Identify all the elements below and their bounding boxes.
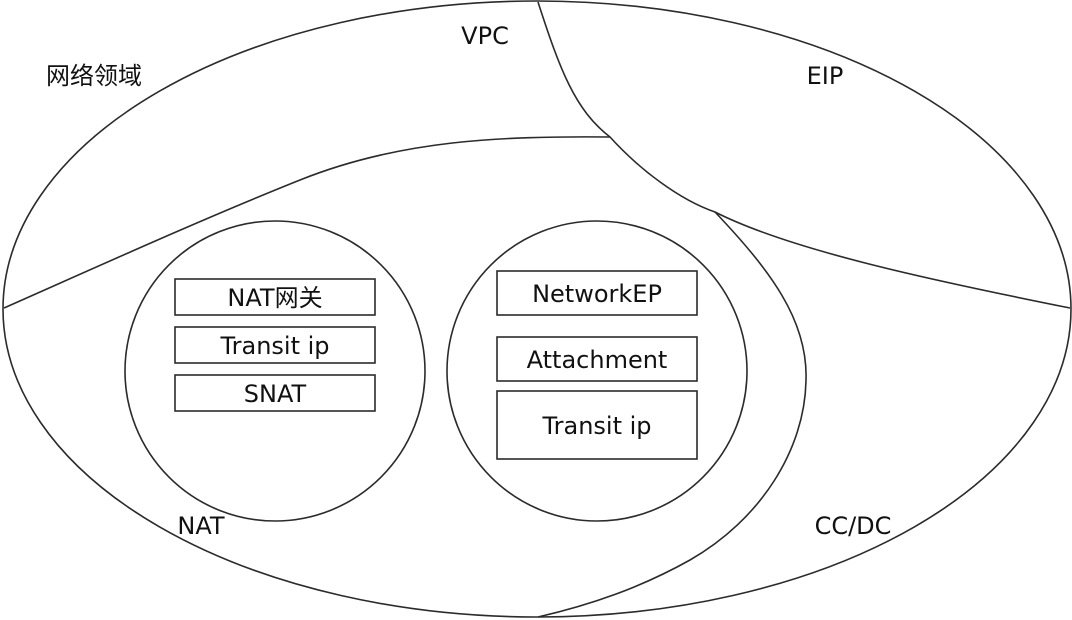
network-ep-label: NetworkEP: [532, 280, 662, 308]
nat-group: NAT网关 Transit ip SNAT: [124, 220, 426, 522]
ccdc-label: CC/DC: [815, 512, 892, 540]
nat-transit-ip-label: Transit ip: [219, 332, 329, 360]
snat-label: SNAT: [244, 380, 307, 408]
network-circle: [446, 220, 748, 522]
nat-label: NAT: [177, 512, 225, 540]
nat-circle: [124, 220, 426, 522]
network-transit-ip-label: Transit ip: [541, 412, 651, 440]
vpc-nat-boundary: [3, 136, 611, 309]
nat-gateway-label: NAT网关: [227, 284, 322, 312]
nat-ccdc-boundary: [537, 211, 807, 618]
domain-label: 网络领域: [46, 62, 142, 90]
network-ep-box: [496, 270, 698, 316]
network-group: NetworkEP Attachment Transit ip: [446, 220, 748, 522]
nat-gateway-box: [174, 278, 376, 316]
nat-transit-ip-box: [174, 326, 376, 364]
attachment-label: Attachment: [527, 346, 668, 374]
snat-box: [174, 374, 376, 412]
network-transit-ip-box: [496, 390, 698, 460]
attachment-box: [496, 336, 698, 382]
eip-label: EIP: [807, 62, 844, 90]
vpc-eip-boundary: [537, 1, 1071, 309]
vpc-label: VPC: [461, 22, 509, 50]
